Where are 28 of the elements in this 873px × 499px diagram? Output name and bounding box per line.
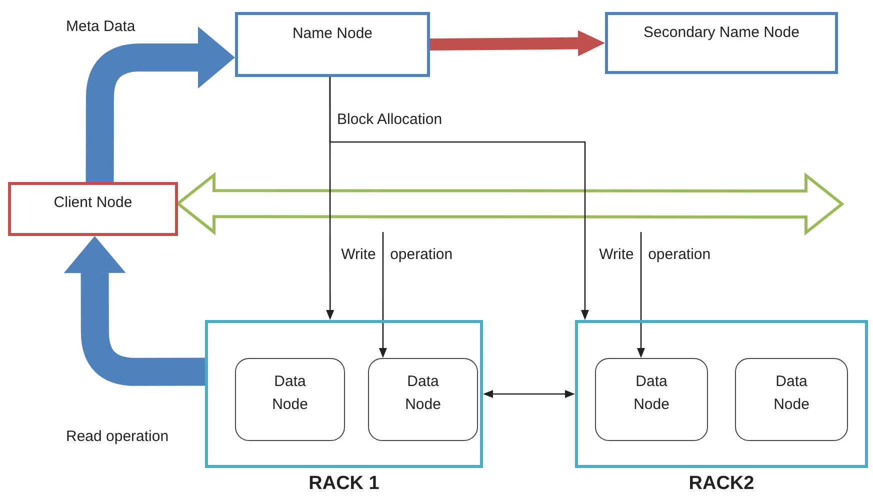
rounded-box <box>235 358 345 441</box>
block-arrow <box>86 26 235 182</box>
rounded-box <box>595 358 708 441</box>
arrow <box>329 77 589 320</box>
node-label: Name Node <box>291 24 374 44</box>
edge-label: Read operation <box>65 428 170 446</box>
rack-caption: RACK 1 <box>308 473 380 495</box>
rounded-box <box>735 358 848 441</box>
rounded-box <box>368 358 478 441</box>
node-label: Data Node <box>772 372 810 414</box>
edge-label: Write operation <box>598 246 712 264</box>
process-box <box>235 12 430 77</box>
arrow <box>637 232 645 358</box>
node-label: Data Node <box>632 372 670 414</box>
arrow <box>483 390 575 398</box>
process-box <box>605 12 838 74</box>
process-box <box>8 182 178 236</box>
block-arrow <box>176 172 844 236</box>
node-label: Data Node <box>404 372 442 414</box>
node-label: Secondary Name Node <box>642 23 800 43</box>
edge-label: Write operation <box>340 246 454 264</box>
block-arrow <box>430 30 605 56</box>
rack-container <box>575 320 868 468</box>
node-label: Data Node <box>271 372 309 414</box>
rack-caption: RACK2 <box>688 473 756 495</box>
arrow <box>378 232 387 358</box>
node-label: Client Node <box>52 193 134 213</box>
rack-container <box>205 320 483 468</box>
